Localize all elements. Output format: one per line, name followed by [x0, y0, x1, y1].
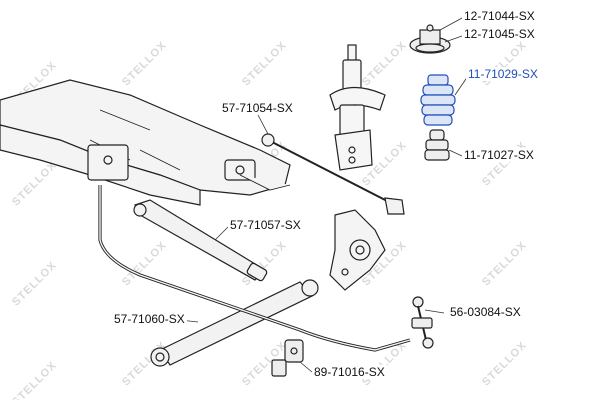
dust-boot-drawing — [420, 74, 456, 126]
stabilizer-bar-drawing — [98, 185, 411, 352]
label-12-71044[interactable]: 12-71044-SX — [462, 9, 537, 23]
label-57-71054[interactable]: 57-71054-SX — [220, 101, 295, 115]
stabilizer-link-drawing — [411, 296, 434, 349]
label-89-71016[interactable]: 89-71016-SX — [312, 365, 387, 379]
label-12-71045[interactable]: 12-71045-SX — [462, 27, 537, 41]
top-mount-drawing — [409, 24, 451, 54]
label-57-71057[interactable]: 57-71057-SX — [228, 218, 303, 232]
bump-stop-drawing — [424, 129, 450, 161]
label-11-71027[interactable]: 11-71027-SX — [462, 148, 536, 162]
link-57-71060-drawing — [150, 279, 319, 367]
knuckle-drawing — [329, 209, 386, 291]
leader-lines — [179, 17, 469, 373]
subframe-drawing — [0, 79, 291, 206]
stabilizer-bush-drawing — [271, 339, 304, 377]
label-11-71029[interactable]: 11-71029-SX — [466, 67, 540, 81]
label-57-71060[interactable]: 57-71060-SX — [112, 312, 187, 326]
link-57-71057-drawing — [133, 199, 268, 282]
strut-drawing — [329, 44, 386, 171]
label-56-03084[interactable]: 56-03084-SX — [448, 305, 523, 319]
